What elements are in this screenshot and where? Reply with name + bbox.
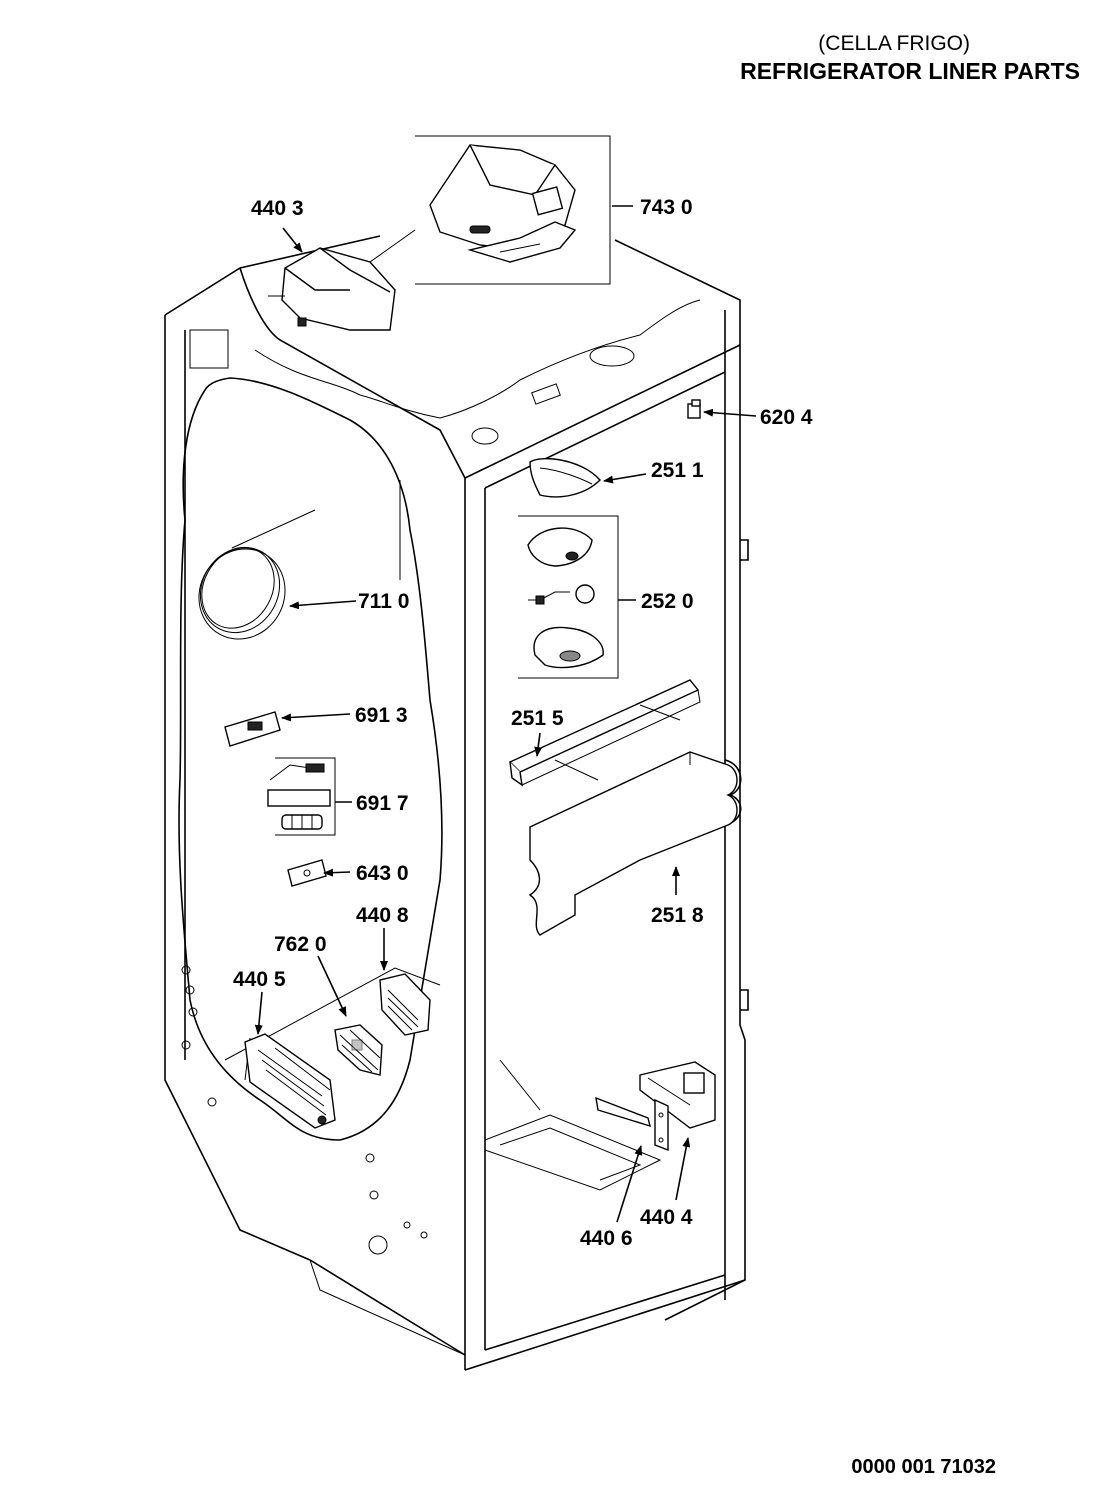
callout-251-5: 251 5 [511,707,564,730]
part-762-0-air-filter [334,1024,383,1076]
callout-620-4: 620 4 [760,406,813,429]
part-440-6-bracket [595,1096,669,1152]
callout-440-4: 440 4 [640,1206,693,1229]
part-252-0-lamp-assembly [518,515,619,679]
part-743-0-damper-housing [415,135,611,285]
callout-252-0: 252 0 [641,590,694,613]
callout-762-0: 762 0 [274,933,327,956]
refrigerator-liner-outline [164,235,749,1371]
callout-440-5: 440 5 [233,968,286,991]
callout-440-8: 440 8 [356,904,409,927]
part-440-3-damper-control [268,229,416,331]
diagram-subtitle: (CELLA FRIGO) [818,32,970,55]
part-691-3-control-housing [224,711,281,747]
callout-643-0: 643 0 [356,862,409,885]
part-691-7-control-kit [267,757,336,836]
callout-691-7: 691 7 [356,792,409,815]
callout-440-6: 440 6 [580,1227,633,1250]
callout-251-8: 251 8 [651,904,704,927]
callout-440-3: 440 3 [251,197,304,220]
part-251-5-shelf-rail [508,679,701,787]
callout-691-3: 691 3 [355,704,408,727]
part-643-0-bracket [287,859,327,887]
part-440-5-fan-grille [244,1033,336,1129]
callout-251-1: 251 1 [651,459,704,482]
callout-743-0: 743 0 [640,196,693,219]
part-440-8-air-vent [379,973,431,1036]
part-440-4-bracket [639,1061,716,1129]
diagram-title: REFRIGERATOR LINER PARTS [740,58,1080,84]
part-711-0-thermostat-capillary [198,509,316,640]
part-251-1-lamp-cover [529,457,601,498]
part-251-8-cover-panel [528,751,738,936]
callout-711-0: 711 0 [358,590,409,613]
part-620-4-light-switch [687,399,701,419]
document-number: 0000 001 71032 [851,1456,996,1478]
callout-leaders [254,205,757,1223]
